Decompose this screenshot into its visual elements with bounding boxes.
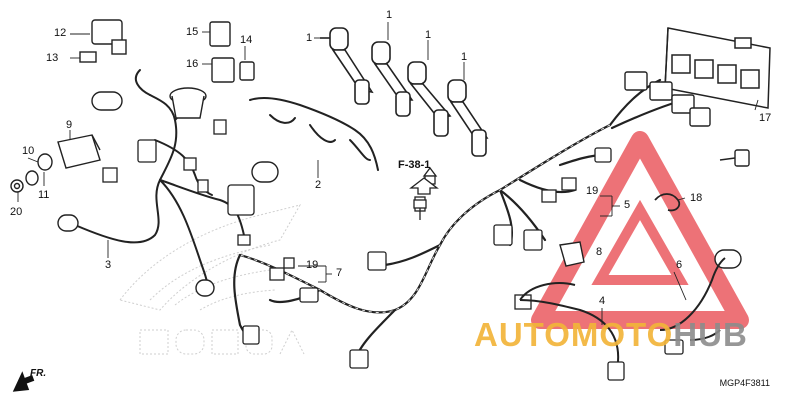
part-label-3: 3: [105, 259, 112, 271]
part-label-19: 19: [306, 259, 319, 271]
part-label-14: 14: [240, 34, 253, 46]
part-label-10: 10: [22, 145, 35, 157]
part-label-17: 17: [759, 112, 772, 124]
watermark-brand: AUTOMOTOHUB: [474, 318, 748, 351]
watermark-triangle: [531, 131, 749, 329]
part-label-16: 16: [186, 58, 199, 70]
part-label-12: 12: [54, 27, 67, 39]
part-label-9: 9: [66, 119, 73, 131]
part-label-2: 2: [315, 179, 322, 191]
part-9-10-11-20: [10, 134, 101, 193]
part-label-4: 4: [599, 295, 606, 307]
part-label-13: 13: [46, 52, 59, 64]
honda-wing-logo: [119, 204, 302, 311]
reference-label: F-38-1: [398, 159, 431, 171]
ignition-coil-2: [371, 41, 414, 117]
part-label-19: 19: [586, 185, 599, 197]
part-label-8: 8: [596, 246, 603, 258]
ignition-coil-3: [407, 61, 452, 137]
honda-wordmark: [139, 328, 305, 355]
sub-harness-4-6: [519, 257, 726, 363]
cover-8: [559, 241, 585, 267]
front-direction-label: FR.: [30, 368, 47, 379]
part-label-6: 6: [676, 259, 683, 271]
coil-sub-harness: [249, 96, 379, 171]
part-label-1: 1: [425, 29, 432, 41]
relay-parts: [79, 19, 255, 83]
part-label-18: 18: [690, 192, 703, 204]
reference-arrow: [409, 177, 439, 195]
diagram-code: MGP4F3811: [719, 378, 770, 388]
harness-connector-cluster: [624, 71, 750, 167]
ignition-coils: [320, 27, 489, 157]
part-label-7: 7: [336, 267, 343, 279]
ecu-connector-block: [664, 27, 771, 109]
watermark-part2: HUB: [673, 316, 748, 353]
part-label-15: 15: [186, 26, 199, 38]
watermark-part1: AUTOMOTO: [474, 316, 674, 353]
part-label-20: 20: [10, 206, 23, 218]
part-label-1: 1: [386, 9, 393, 21]
front-arrow-icon: [12, 371, 35, 392]
part-label-1: 1: [306, 32, 313, 44]
ignition-coil-1: [320, 27, 374, 105]
connector-boots: [57, 87, 742, 297]
ignition-coil-4: [447, 79, 489, 157]
part-label-1: 1: [461, 51, 468, 63]
bolt-reference: [413, 166, 438, 220]
part-label-5: 5: [624, 199, 631, 211]
leader-lines: [17, 22, 759, 325]
part-label-11: 11: [38, 189, 50, 201]
